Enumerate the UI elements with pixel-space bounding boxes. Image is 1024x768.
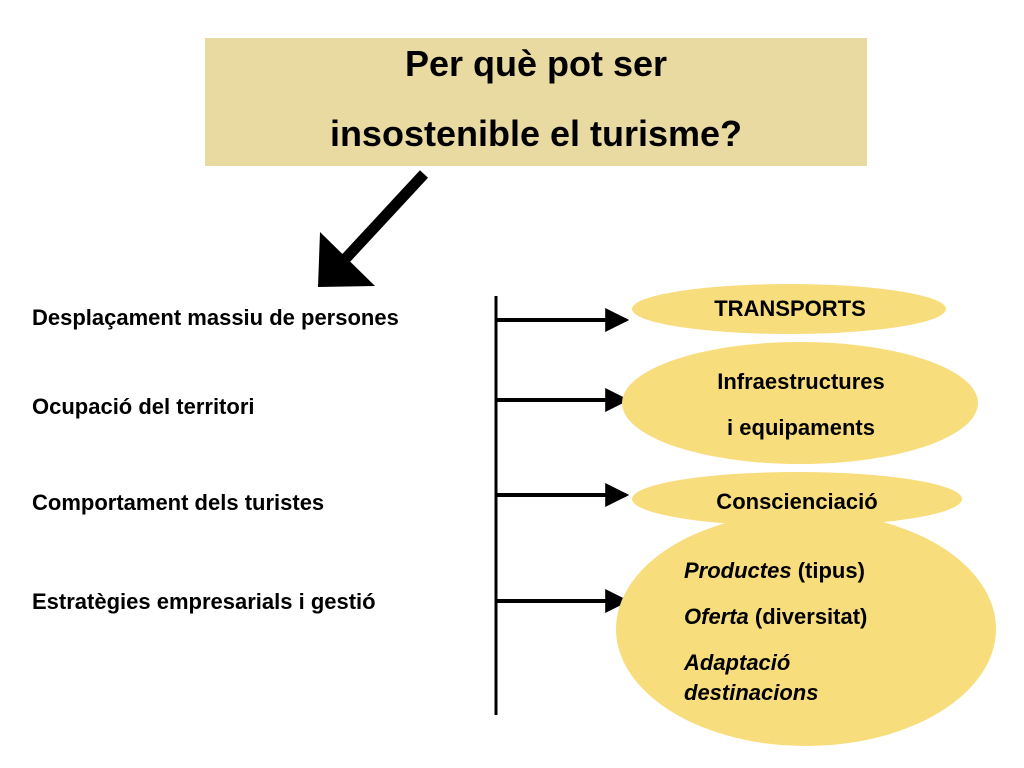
cause-estrategies: Estratègies empresarials i gestió (32, 589, 376, 614)
big-diagonal-arrow (330, 170, 429, 274)
productes-italic: Productes (684, 558, 792, 583)
title-box: Per què pot ser insostenible el turisme? (205, 38, 867, 166)
ellipse-productes (616, 512, 996, 746)
oferta-italic: Oferta (684, 604, 749, 629)
cause-comportament: Comportament dels turistes (32, 490, 325, 515)
label-adaptacio: Adaptació (684, 650, 791, 675)
productes-rest: (tipus) (791, 558, 865, 583)
ellipse-infraestructures (622, 342, 978, 464)
label-transports: TRANSPORTS (714, 296, 866, 321)
oferta-rest: (diversitat) (748, 604, 868, 629)
cause-ocupacio: Ocupació del territori (32, 394, 255, 419)
label-destinacions: destinacions (684, 680, 819, 705)
title-line-2: insostenible el turisme? (329, 113, 743, 154)
big-diagonal-arrowhead (318, 232, 375, 287)
label-infraestructures: Infraestructures (717, 369, 885, 394)
title-line-1: Per què pot ser (404, 42, 668, 84)
label-oferta: Oferta (diversitat) (684, 604, 867, 630)
label-conscienciacio: Conscienciació (716, 489, 878, 514)
ellipse-transports (632, 284, 946, 334)
cause-desplacament: Desplaçament massiu de persones (32, 305, 399, 330)
label-equipaments: i equipaments (727, 415, 875, 440)
label-productes: Productes (tipus) (684, 558, 865, 584)
